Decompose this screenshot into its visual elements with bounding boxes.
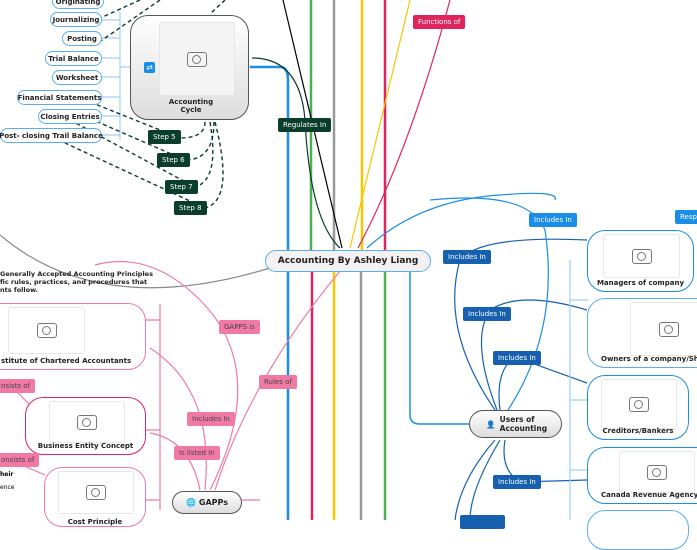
camera-icon xyxy=(629,396,649,412)
image-placeholder xyxy=(630,302,697,356)
image-placeholder xyxy=(49,401,125,443)
cycle-step-financial-statements[interactable]: Financial Statements xyxy=(17,90,102,105)
cycle-step-originating[interactable]: Originating xyxy=(52,0,104,9)
gaap-card-institute[interactable]: stitute of Chartered Accountants xyxy=(0,303,146,370)
card-title: Business Entity Concept xyxy=(37,442,134,450)
cycle-step-journalizing[interactable]: Journalizing xyxy=(50,12,102,27)
image-placeholder xyxy=(58,471,134,514)
camera-icon xyxy=(658,321,679,337)
user-card-canada-revenue[interactable]: Canada Revenue Agency/C xyxy=(587,447,697,504)
person-icon: 👤 xyxy=(486,419,496,429)
relation-label: Includes In xyxy=(463,307,511,321)
camera-icon xyxy=(86,485,106,500)
image-placeholder xyxy=(159,22,235,96)
gaap-description: Generally Accepted Accounting Principles… xyxy=(0,270,153,294)
card-title: Owners of a company/Sha xyxy=(601,355,697,363)
relation-label: Is listed In xyxy=(174,446,220,460)
user-card-creditors[interactable]: Creditors/Bankers xyxy=(587,375,689,440)
globe-icon: 🌐 xyxy=(185,498,196,507)
relation-label: Regulates In xyxy=(278,118,332,132)
relation-label xyxy=(460,515,505,529)
user-card-managers[interactable]: Managers of company xyxy=(587,230,694,292)
relation-label: Includes In xyxy=(493,351,541,365)
camera-icon xyxy=(647,464,667,480)
cycle-step-worksheet[interactable]: Worksheet xyxy=(52,70,102,85)
relation-label: Includes In xyxy=(493,475,541,489)
relation-label: GAPPS is xyxy=(219,320,260,334)
repeat-icon: ⇄ xyxy=(144,62,155,73)
relation-label: nsists of xyxy=(0,379,36,393)
accounting-cycle-node[interactable]: Accounting Cycle xyxy=(130,15,249,120)
description-line: Generally Accepted Accounting Principles xyxy=(0,270,153,278)
camera-icon xyxy=(36,323,57,338)
description-line: fic rules, practices, and procedures tha… xyxy=(0,278,148,286)
gaap-card-cost-principle[interactable]: Cost Principle xyxy=(44,467,146,527)
image-placeholder xyxy=(603,234,680,278)
image-placeholder xyxy=(619,451,695,493)
node-title: Accounting Cycle xyxy=(168,98,214,114)
cycle-step-closing-entries[interactable]: Closing Entries xyxy=(38,109,102,124)
description-line: nts follow. xyxy=(0,286,39,294)
text-fragment: ence xyxy=(0,484,15,491)
cycle-step-post-closing[interactable]: Post- closing Trail Balance xyxy=(0,128,103,143)
card-title: Creditors/Bankers xyxy=(602,427,674,435)
node-title: Users of Accounting xyxy=(499,415,548,433)
gaaps-node[interactable]: 🌐GAPPs xyxy=(172,491,242,514)
user-card-owners[interactable]: Owners of a company/Sha xyxy=(587,298,697,368)
image-placeholder xyxy=(601,379,677,429)
central-topic[interactable]: Accounting By Ashley Liang xyxy=(265,250,431,272)
cycle-step-trial-balance[interactable]: Trial Balance xyxy=(45,51,102,66)
relation-label: Respo xyxy=(675,210,697,224)
camera-icon xyxy=(77,414,97,430)
user-card-partial[interactable] xyxy=(587,510,689,550)
relation-label: Includes In xyxy=(187,412,235,426)
relation-label: onsists of xyxy=(0,453,40,467)
camera-icon xyxy=(631,248,652,264)
users-of-accounting-node[interactable]: 👤Users of Accounting xyxy=(469,410,562,438)
card-title: Managers of company xyxy=(596,279,685,287)
camera-icon xyxy=(187,51,207,67)
card-title: stitute of Chartered Accountants xyxy=(1,357,132,365)
relation-label: Functions of xyxy=(413,15,466,29)
relation-label: Includes In xyxy=(529,213,577,227)
step-label: Step 6 xyxy=(157,153,190,167)
step-label: Step 5 xyxy=(148,130,181,144)
image-placeholder xyxy=(8,307,85,354)
relation-label: Includes In xyxy=(443,250,491,264)
card-title: Cost Principle xyxy=(67,518,123,526)
text-fragment: heir xyxy=(0,471,14,478)
cycle-step-posting[interactable]: Posting xyxy=(62,31,102,46)
node-title: GAPPs xyxy=(198,498,229,507)
step-label: Step 8 xyxy=(174,201,207,215)
step-label: Step 7 xyxy=(165,180,198,194)
card-title: Canada Revenue Agency/C xyxy=(601,491,697,499)
relation-label: Rules of xyxy=(259,375,297,389)
gaap-card-business-entity[interactable]: Business Entity Concept xyxy=(25,397,146,455)
